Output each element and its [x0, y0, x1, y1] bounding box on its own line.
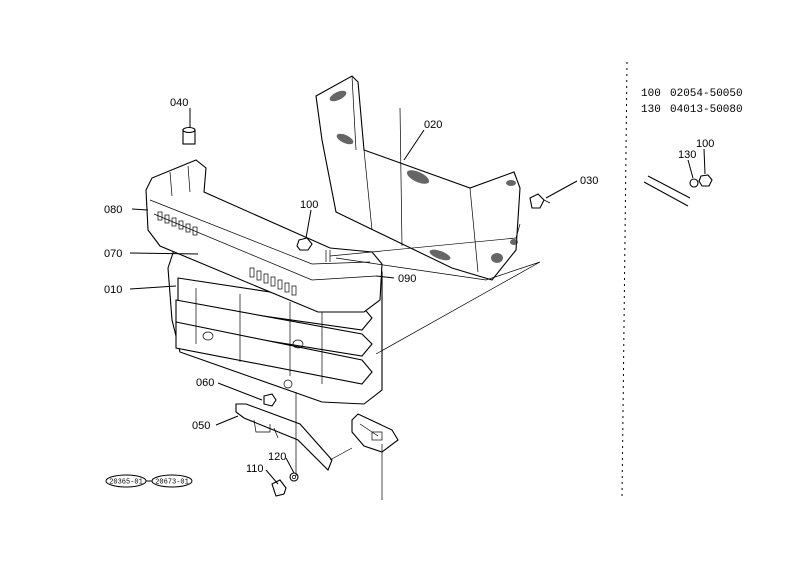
side-label-130: 130 [678, 149, 696, 161]
callout-070: 070 [104, 248, 122, 260]
top-frame-080 [145, 159, 383, 313]
table-ref-130: 130 [641, 104, 661, 116]
nut-100 [296, 237, 313, 251]
nut-100-detail [698, 174, 713, 187]
callout-030: 030 [580, 175, 598, 187]
callout-050: 050 [192, 420, 210, 432]
section-divider [621, 61, 628, 501]
washer-130 [689, 178, 699, 188]
table-partno-100: 02054-50050 [670, 88, 743, 100]
stamp-oval-right [151, 474, 193, 488]
callout-110: 110 [246, 463, 264, 475]
table-ref-100: 100 [641, 88, 661, 100]
callout-labels: 040 020 030 080 100 070 090 010 060 050 … [104, 97, 598, 475]
bracket-050 [235, 403, 333, 471]
side-detail-view: 130 100 [643, 138, 714, 207]
bolt-110 [271, 479, 287, 497]
callout-090: 090 [398, 273, 416, 285]
stamp-left: 20365-01 [109, 479, 143, 487]
bolt-030 [529, 193, 551, 209]
bolt-060 [263, 393, 277, 407]
callout-060: 060 [196, 377, 214, 389]
callout-080: 080 [104, 204, 122, 216]
callout-040: 040 [170, 97, 188, 109]
washer-120 [289, 472, 299, 482]
callout-010: 010 [104, 284, 122, 296]
table-partno-130: 04013-50080 [670, 104, 743, 116]
hinge-bracket [351, 413, 399, 453]
callout-100: 100 [300, 199, 318, 211]
leader-lines [129, 108, 578, 500]
side-label-100: 100 [696, 138, 714, 150]
callout-020: 020 [424, 119, 442, 131]
stamp-right: 20673-01 [155, 479, 189, 487]
diagram-id-stamps: 20365-01 20673-01 [105, 474, 193, 488]
parts-table: 100 02054-50050 130 04013-50080 [641, 88, 743, 116]
rear-panel-020 [315, 75, 521, 281]
cap-040 [182, 126, 196, 145]
callout-120: 120 [268, 451, 286, 463]
